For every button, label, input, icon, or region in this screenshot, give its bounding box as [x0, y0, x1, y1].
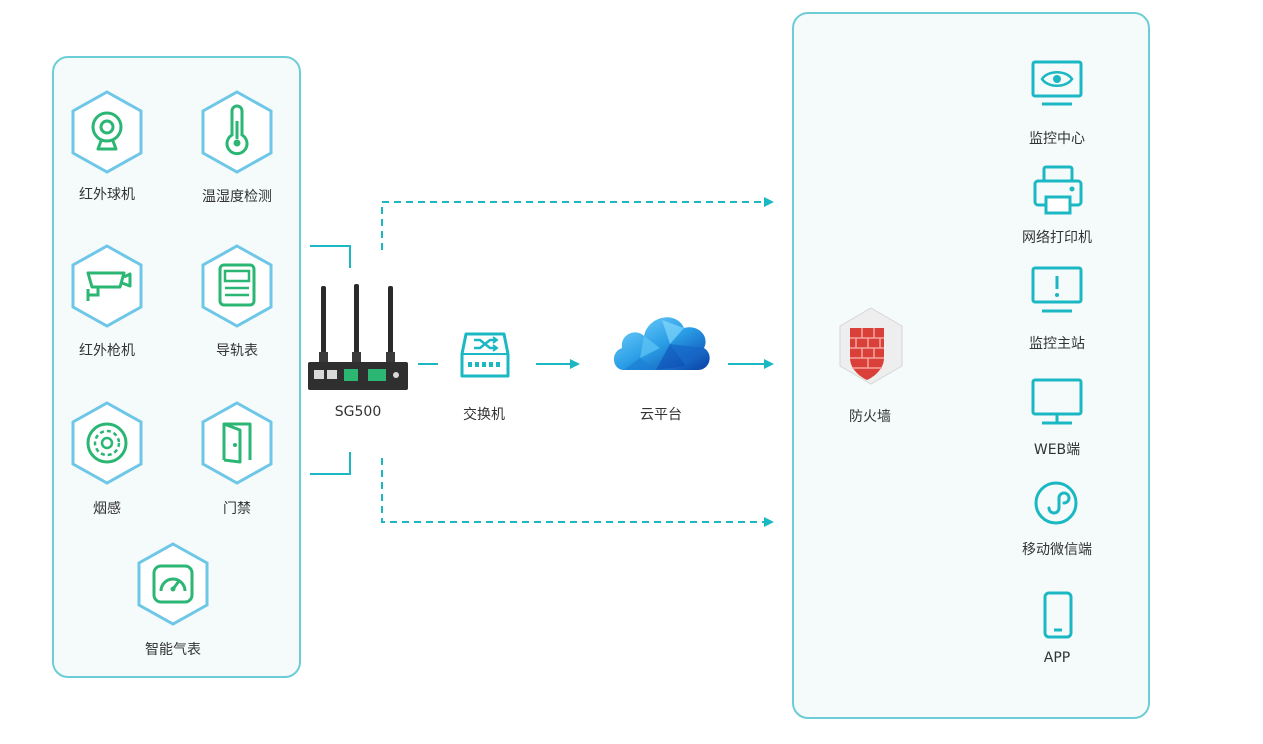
endpoint-label: 网络打印机	[1022, 230, 1092, 246]
monitor-icon	[1031, 378, 1083, 425]
cloud-icon	[613, 317, 710, 370]
endpoint-label: 监控主站	[1029, 336, 1085, 352]
thermometer-icon	[201, 90, 273, 174]
sensor-label: 红外球机	[79, 187, 135, 203]
sensor-bracket-top	[310, 245, 351, 268]
webcam-icon	[71, 90, 143, 174]
rail-meter-icon	[201, 244, 273, 328]
monitor-eye-icon	[1031, 60, 1083, 106]
endpoint-label: 监控中心	[1029, 131, 1085, 147]
dashed-link-bottom	[381, 458, 774, 527]
dashed-link-top	[381, 197, 774, 250]
router-icon	[308, 284, 408, 390]
gas-meter-icon	[137, 542, 209, 626]
sensor-label: 导轨表	[216, 343, 258, 359]
switch-label: 交换机	[463, 407, 505, 423]
cloud-label: 云平台	[640, 407, 682, 423]
sensor-label: 温湿度检测	[202, 189, 272, 205]
endpoint-label: APP	[1043, 650, 1071, 666]
firewall-icon	[839, 307, 903, 385]
sensor-label: 门禁	[223, 501, 251, 517]
mini-program-icon	[1034, 481, 1078, 525]
endpoint-label: 移动微信端	[1022, 542, 1092, 558]
bullet-camera-icon	[71, 244, 143, 328]
firewall-label: 防火墙	[849, 409, 891, 425]
endpoint-label: WEB端	[1033, 442, 1081, 458]
mobile-phone-icon	[1043, 591, 1073, 639]
gateway-label: SG500	[334, 404, 382, 420]
sensor-label: 智能气表	[145, 642, 201, 658]
printer-icon	[1033, 165, 1083, 215]
smoke-detector-icon	[71, 401, 143, 485]
door-access-icon	[201, 401, 273, 485]
monitor-alert-icon	[1031, 266, 1083, 313]
switch-icon	[460, 332, 510, 378]
sensor-bracket-bottom	[310, 452, 351, 475]
sensor-label: 烟感	[93, 501, 121, 517]
sensor-label: 红外枪机	[79, 343, 135, 359]
